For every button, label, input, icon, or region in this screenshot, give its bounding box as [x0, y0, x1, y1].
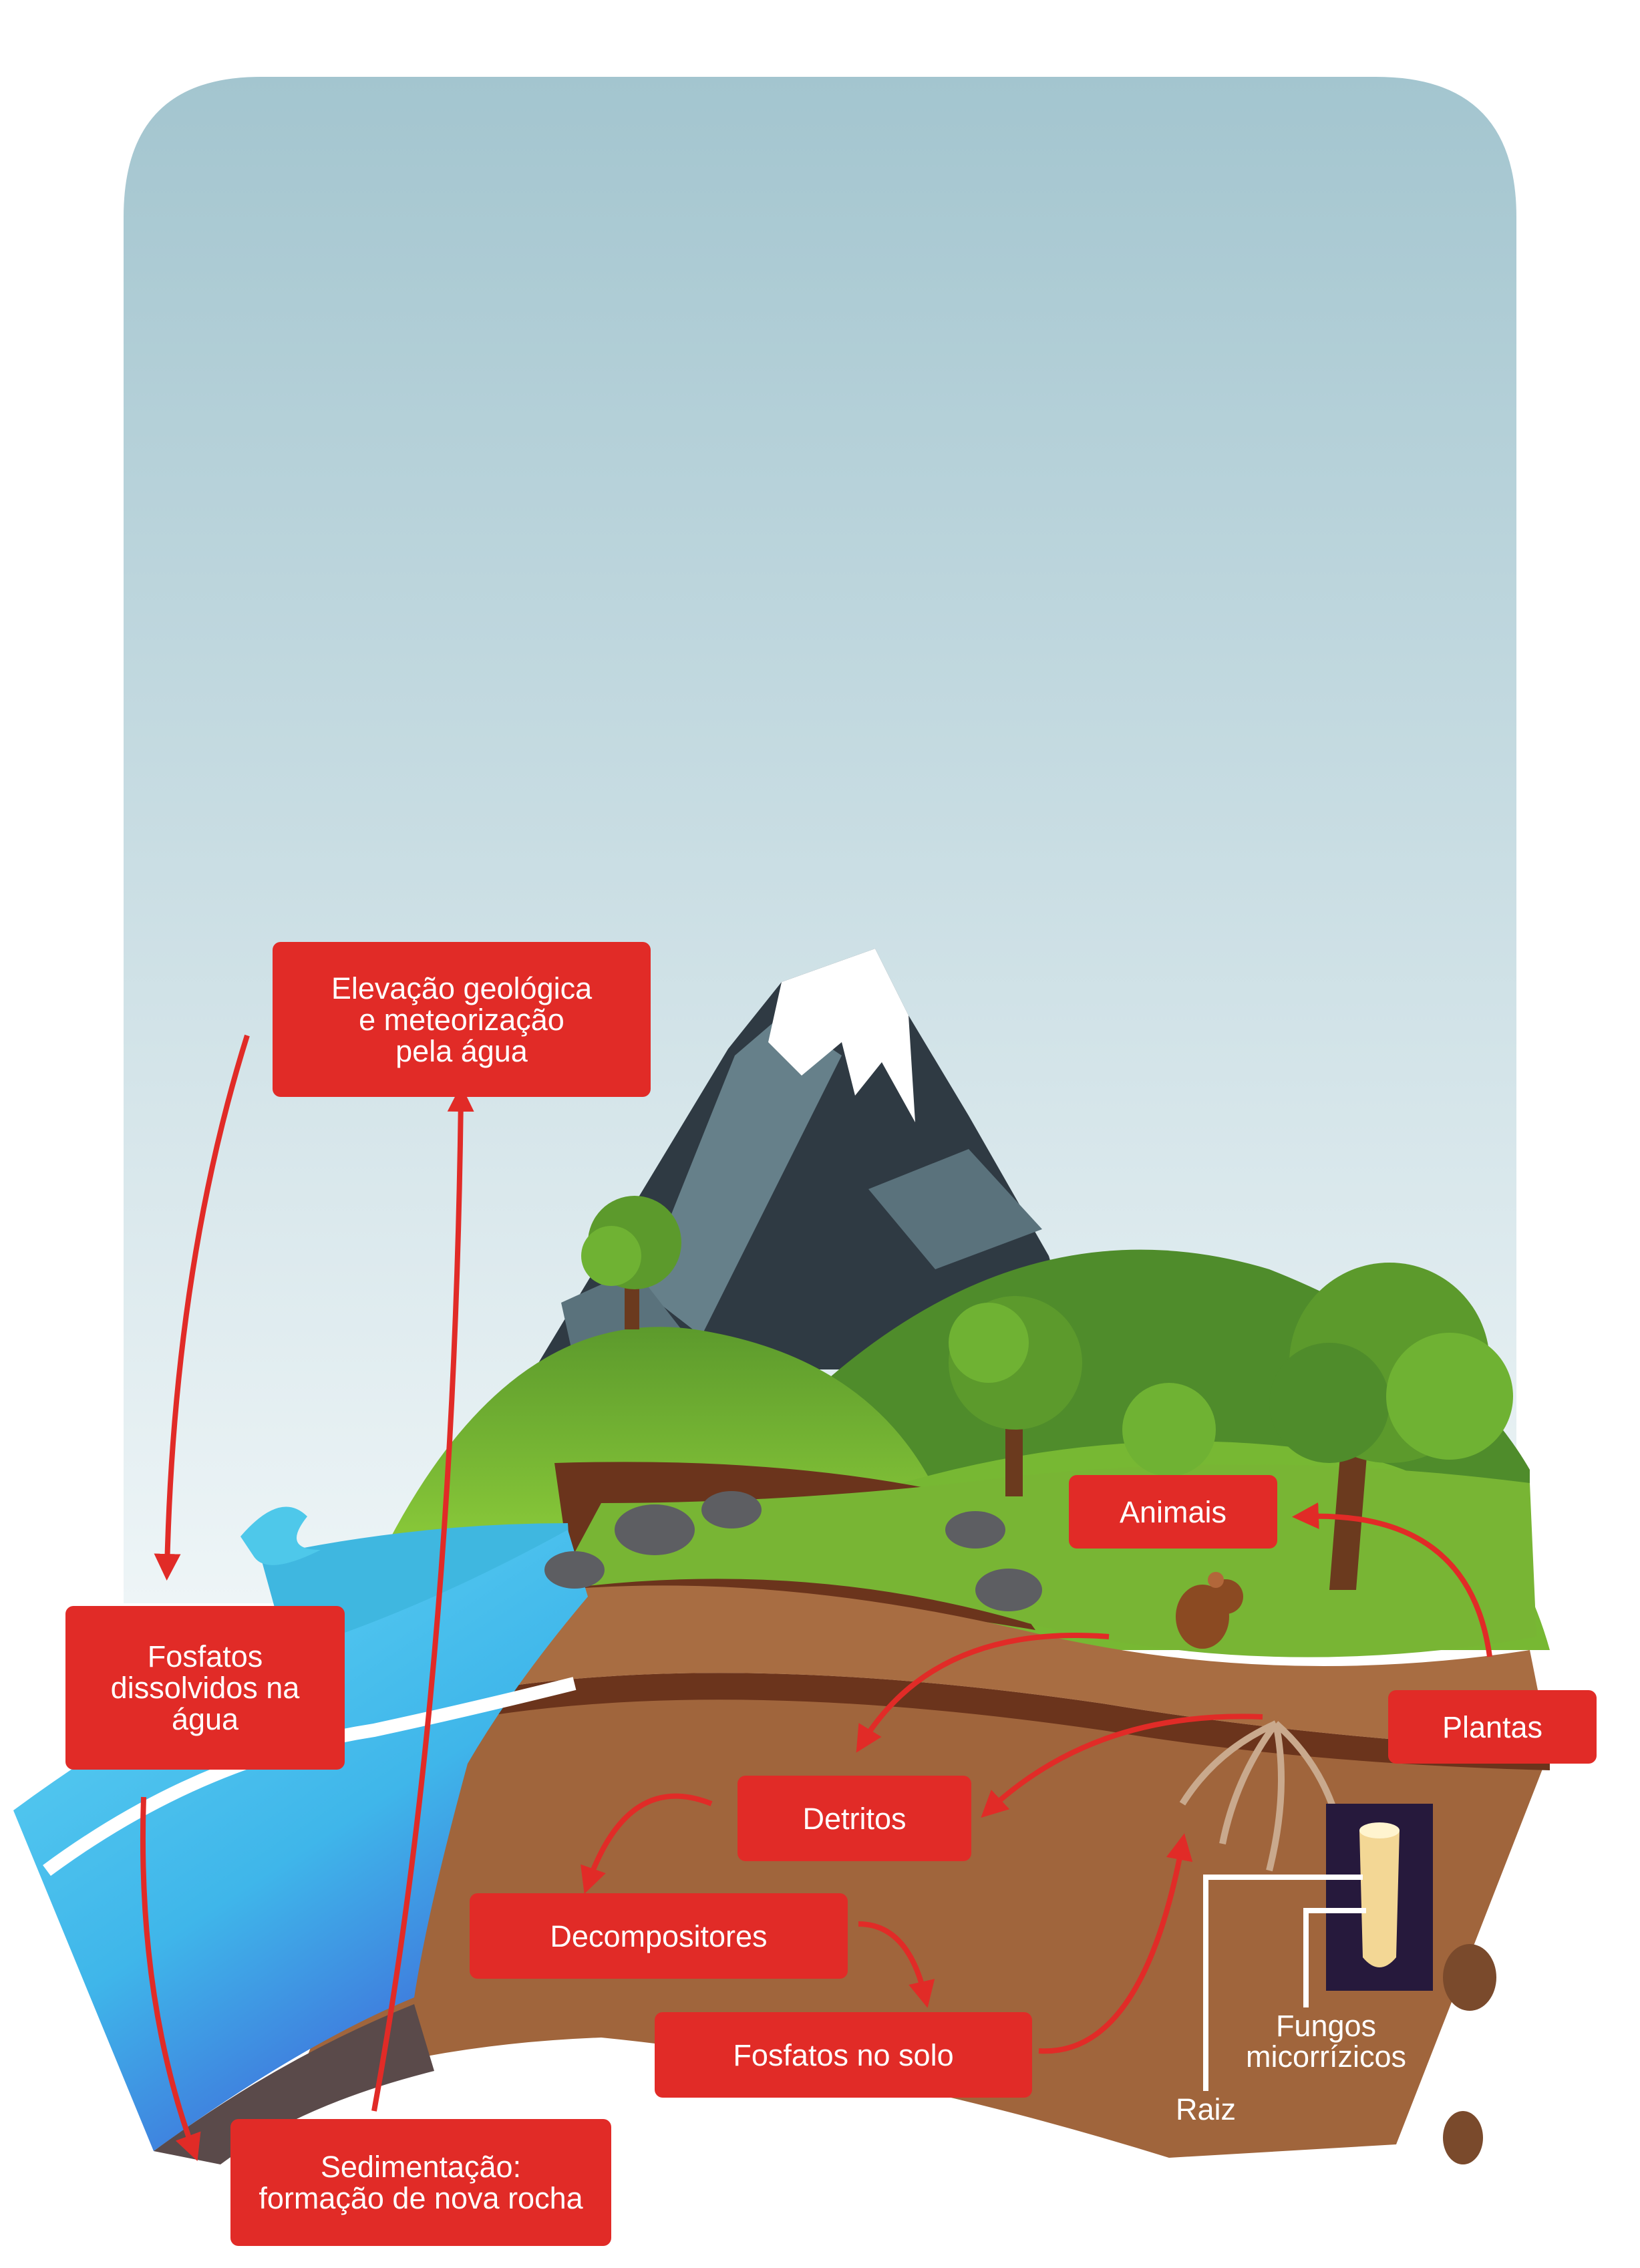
arrow-animais-to-detritos — [856, 1633, 1110, 1753]
arrow-decompositores-to-fosfatos-solo — [858, 1921, 935, 2008]
label-decompositores: Decompositores — [470, 1893, 848, 1979]
grass-top — [554, 1464, 1536, 1657]
tree-left — [581, 1196, 681, 1329]
mouse-icon — [1176, 1572, 1243, 1649]
label-fungos: Fungos micorrízicos — [1245, 2009, 1406, 2074]
root-cross-section-inset — [1326, 1804, 1433, 1991]
arrow-fosfatos-agua-to-sedimentacao — [140, 1796, 201, 2162]
arrow-elevacao-to-fosfatos-agua — [154, 1034, 250, 1581]
arrow-sedimentacao-to-elevacao — [371, 1085, 474, 2112]
tree-right — [1269, 1263, 1513, 1590]
label-plantas: Plantas — [1388, 1690, 1597, 1764]
label-elevacao: Elevação geológica e meteorização pela á… — [273, 942, 651, 1097]
arrow-plantas-to-detritos — [981, 1714, 1263, 1818]
label-animais: Animais — [1069, 1475, 1277, 1549]
sky-background — [124, 77, 1516, 1603]
rocks — [544, 1491, 1496, 2164]
label-fosfatos-solo: Fosfatos no solo — [655, 2012, 1032, 2098]
raiz-pointer — [1203, 1875, 1363, 2091]
arrow-detritos-to-decompositores — [581, 1793, 713, 1895]
fungos-pointer — [1303, 1908, 1366, 2007]
arrow-fosfatos-solo-to-raiz — [1038, 1833, 1193, 2054]
tree-middle — [949, 1296, 1082, 1496]
label-sedimentacao: Sedimentação: formação de nova rocha — [230, 2119, 611, 2246]
label-raiz: Raiz — [1175, 2092, 1237, 2126]
cycle-arrows — [140, 1034, 1492, 2162]
label-fosfatos-agua: Fosfatos dissolvidos na água — [65, 1606, 345, 1770]
label-detritos: Detritos — [737, 1776, 971, 1861]
arrow-plantas-to-animais — [1292, 1502, 1492, 1657]
